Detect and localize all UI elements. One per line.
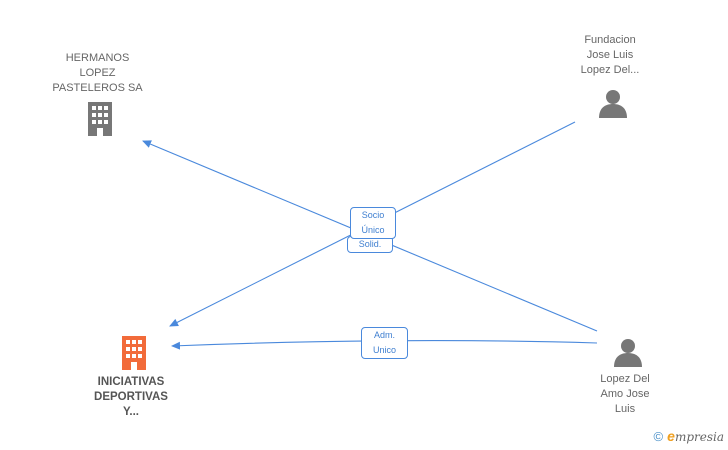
edge-label-adm-unico: Adm. Unico	[361, 327, 408, 359]
node-label-hermanos[interactable]: HERMANOS LOPEZ PASTELEROS SA	[52, 52, 143, 94]
edge-label-socio-unico: Socio Único	[350, 207, 396, 239]
brand-logo: © empresia	[654, 428, 724, 444]
copyright-symbol: ©	[653, 428, 664, 444]
node-label-fundacion[interactable]: Fundacion Jose Luis Lopez Del...	[580, 34, 640, 76]
logo-e: e	[667, 428, 675, 444]
node-label-iniciativas[interactable]: INICIATIVAS DEPORTIVAS Y...	[94, 376, 168, 418]
person-icon[interactable]	[598, 88, 628, 118]
building-icon[interactable]	[84, 102, 116, 136]
logo-text: mpresia	[674, 430, 724, 444]
person-icon[interactable]	[613, 337, 643, 367]
node-label-lopez[interactable]: Lopez Del Amo Jose Luis	[600, 373, 650, 415]
building-icon-highlighted[interactable]	[118, 336, 150, 370]
